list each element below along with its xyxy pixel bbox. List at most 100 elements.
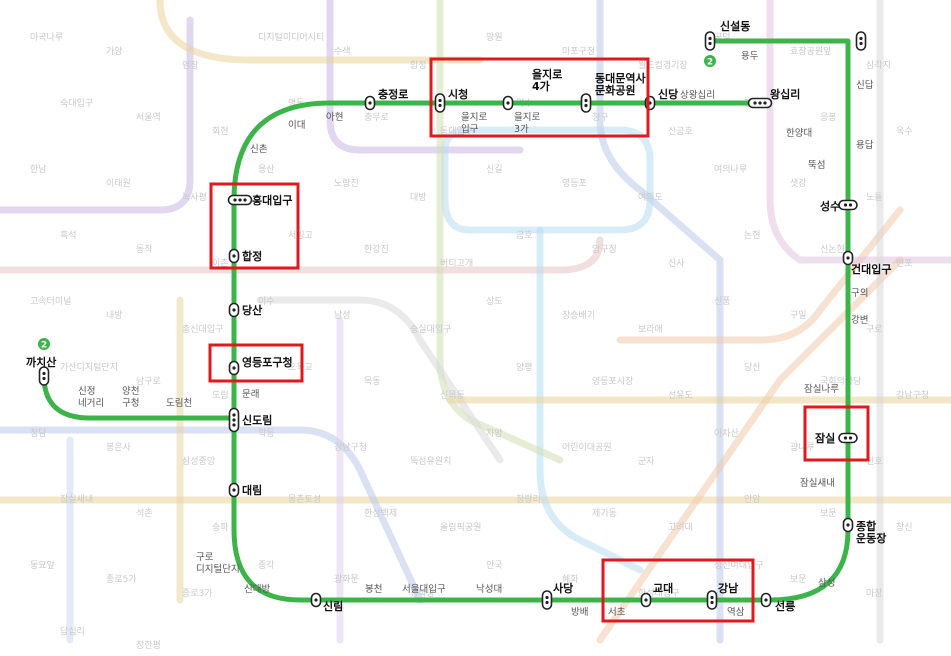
background-station-label: 여의도 [638,191,663,203]
line-2-loop [231,38,851,603]
background-station-label: 청담 [30,427,47,439]
station-label-sadang: 사당 [553,581,573,595]
background-station-label: 옥수 [896,126,913,137]
background-station-label: 응봉 [820,112,837,123]
background-station-label: 효창공원앞 [790,45,831,57]
background-station-label: 노들 [866,192,883,203]
station-marker [855,31,867,51]
station-label-daerim: 대림 [242,483,262,497]
station-label-sinchon: 신촌 [250,144,268,155]
background-station-label: 한남 [30,164,47,175]
background-station-label: 군자 [638,456,655,467]
background-station-label: 광나루 [790,441,815,453]
background-station-label: 이수 [258,296,275,307]
background-station-label: 아차산 [714,427,739,439]
background-station-label: 국회의사당 [820,376,861,387]
station-label-sinseoldong: 신설동 [720,19,750,33]
background-station-label: 동작 [136,244,153,255]
station-label-yongdu: 용두 [741,51,759,62]
background-station-label: 장한평 [136,640,161,651]
line-2-badge-branch: 2 [38,338,50,351]
station-marker-dot [753,101,757,105]
station-marker [580,93,592,113]
station-marker-dot [710,600,714,605]
background-station-label: 신금호 [668,126,693,137]
background-station-label: 삼성중앙 [182,455,215,467]
station-marker-dot [708,41,712,46]
station-marker-dot [644,598,648,602]
background-station-label: 동묘앞 [30,559,55,571]
station-label-ydp_office: 영등포구청 [242,355,293,369]
station-label-bongcheon: 봉천 [365,584,382,595]
station-label-wangsimni: 왕십리 [770,87,800,101]
station-marker-dot [233,198,237,202]
background-station-label: 가양 [106,46,123,57]
station-marker-dot [438,98,442,103]
station-label-sangwangsimni: 상왕십리 [680,90,715,101]
background-station-label: 어린이대공원 [562,442,612,453]
station-marker-dot [764,598,768,602]
station-marker-dot [243,198,247,202]
station-label-sindap: 신답 [856,79,874,91]
highlight-box-gyodae-gangnam [601,558,755,623]
station-marker-dot [763,101,767,105]
station-markers [38,31,867,610]
background-station-label: 압구정 [592,243,617,255]
station-label-yeoksam: 역삼 [727,607,745,618]
background-station-label: 구로 [866,324,883,335]
station-marker-dot [843,436,848,440]
background-station-label: 학동 [258,428,275,439]
station-marker-dot [708,36,712,41]
background-station-label: 녹사평 [182,192,207,203]
background-station-label: 디지털미디어시티 [258,31,324,43]
station-marker-dot [368,101,372,105]
background-station-label: 광화문 [334,573,359,585]
station-marker-dot [545,600,549,605]
station-marker-dot [584,103,588,108]
background-station-label: 한강진 [364,244,389,255]
highlight-boxes [208,57,870,623]
background-station-label: 마곡나루 [30,32,63,43]
background-station-label: 영등포 [562,178,587,189]
background-station-label: 올림픽공원 [440,521,481,533]
background-station-label: 가산디지털단지 [60,361,118,373]
background-station-label: 석촌 [136,508,153,519]
background-station-label: 신풍 [714,296,731,307]
background-station-label: 보문 [790,574,807,585]
station-label-dorimcheon: 도림천 [166,397,192,409]
background-station-label: 종로3가 [182,588,213,599]
station-label-ewha: 이대 [288,120,305,131]
station-label-sindaebang: 신대방 [244,584,270,595]
background-station-label: 성신여대입구 [714,559,764,571]
background-station-label: 이태원 [106,178,131,189]
background-station-label: 뚝섬유원지 [410,456,451,467]
station-marker-dot [232,366,236,370]
station-label-samseong: 삼성 [818,578,835,589]
background-station-label: 총신대입구 [182,323,223,335]
background-station-label: 혜화 [562,573,579,585]
background-station-label: 한성백제 [364,508,397,519]
background-station-label: 청량리 [516,493,541,505]
background-station-label: 월드컵경기장 [638,59,688,71]
background-station-label: 명동 [288,98,305,109]
background-station-label: 종로5가 [106,574,137,585]
station-marker-dot [545,595,549,600]
background-station-label: 신사 [668,258,685,269]
station-label-cityhall: 시청 [448,87,468,101]
background-station-label: 선유도 [668,390,693,401]
background-station-label: 남성 [334,310,351,321]
background-station-label: 마포구청 [562,46,595,57]
station-label-jamsilsaenae: 잠실새내 [800,478,835,489]
station-marker-dot [506,101,510,105]
background-station-label: 신논현 [820,244,845,255]
background-station-label: 보문 [820,508,837,519]
station-marker-dot [314,598,318,602]
station-label-hanyang: 한양대 [786,128,812,139]
background-station-label: 대방 [410,192,427,203]
station-label-ahyeon: 아현 [326,112,343,123]
